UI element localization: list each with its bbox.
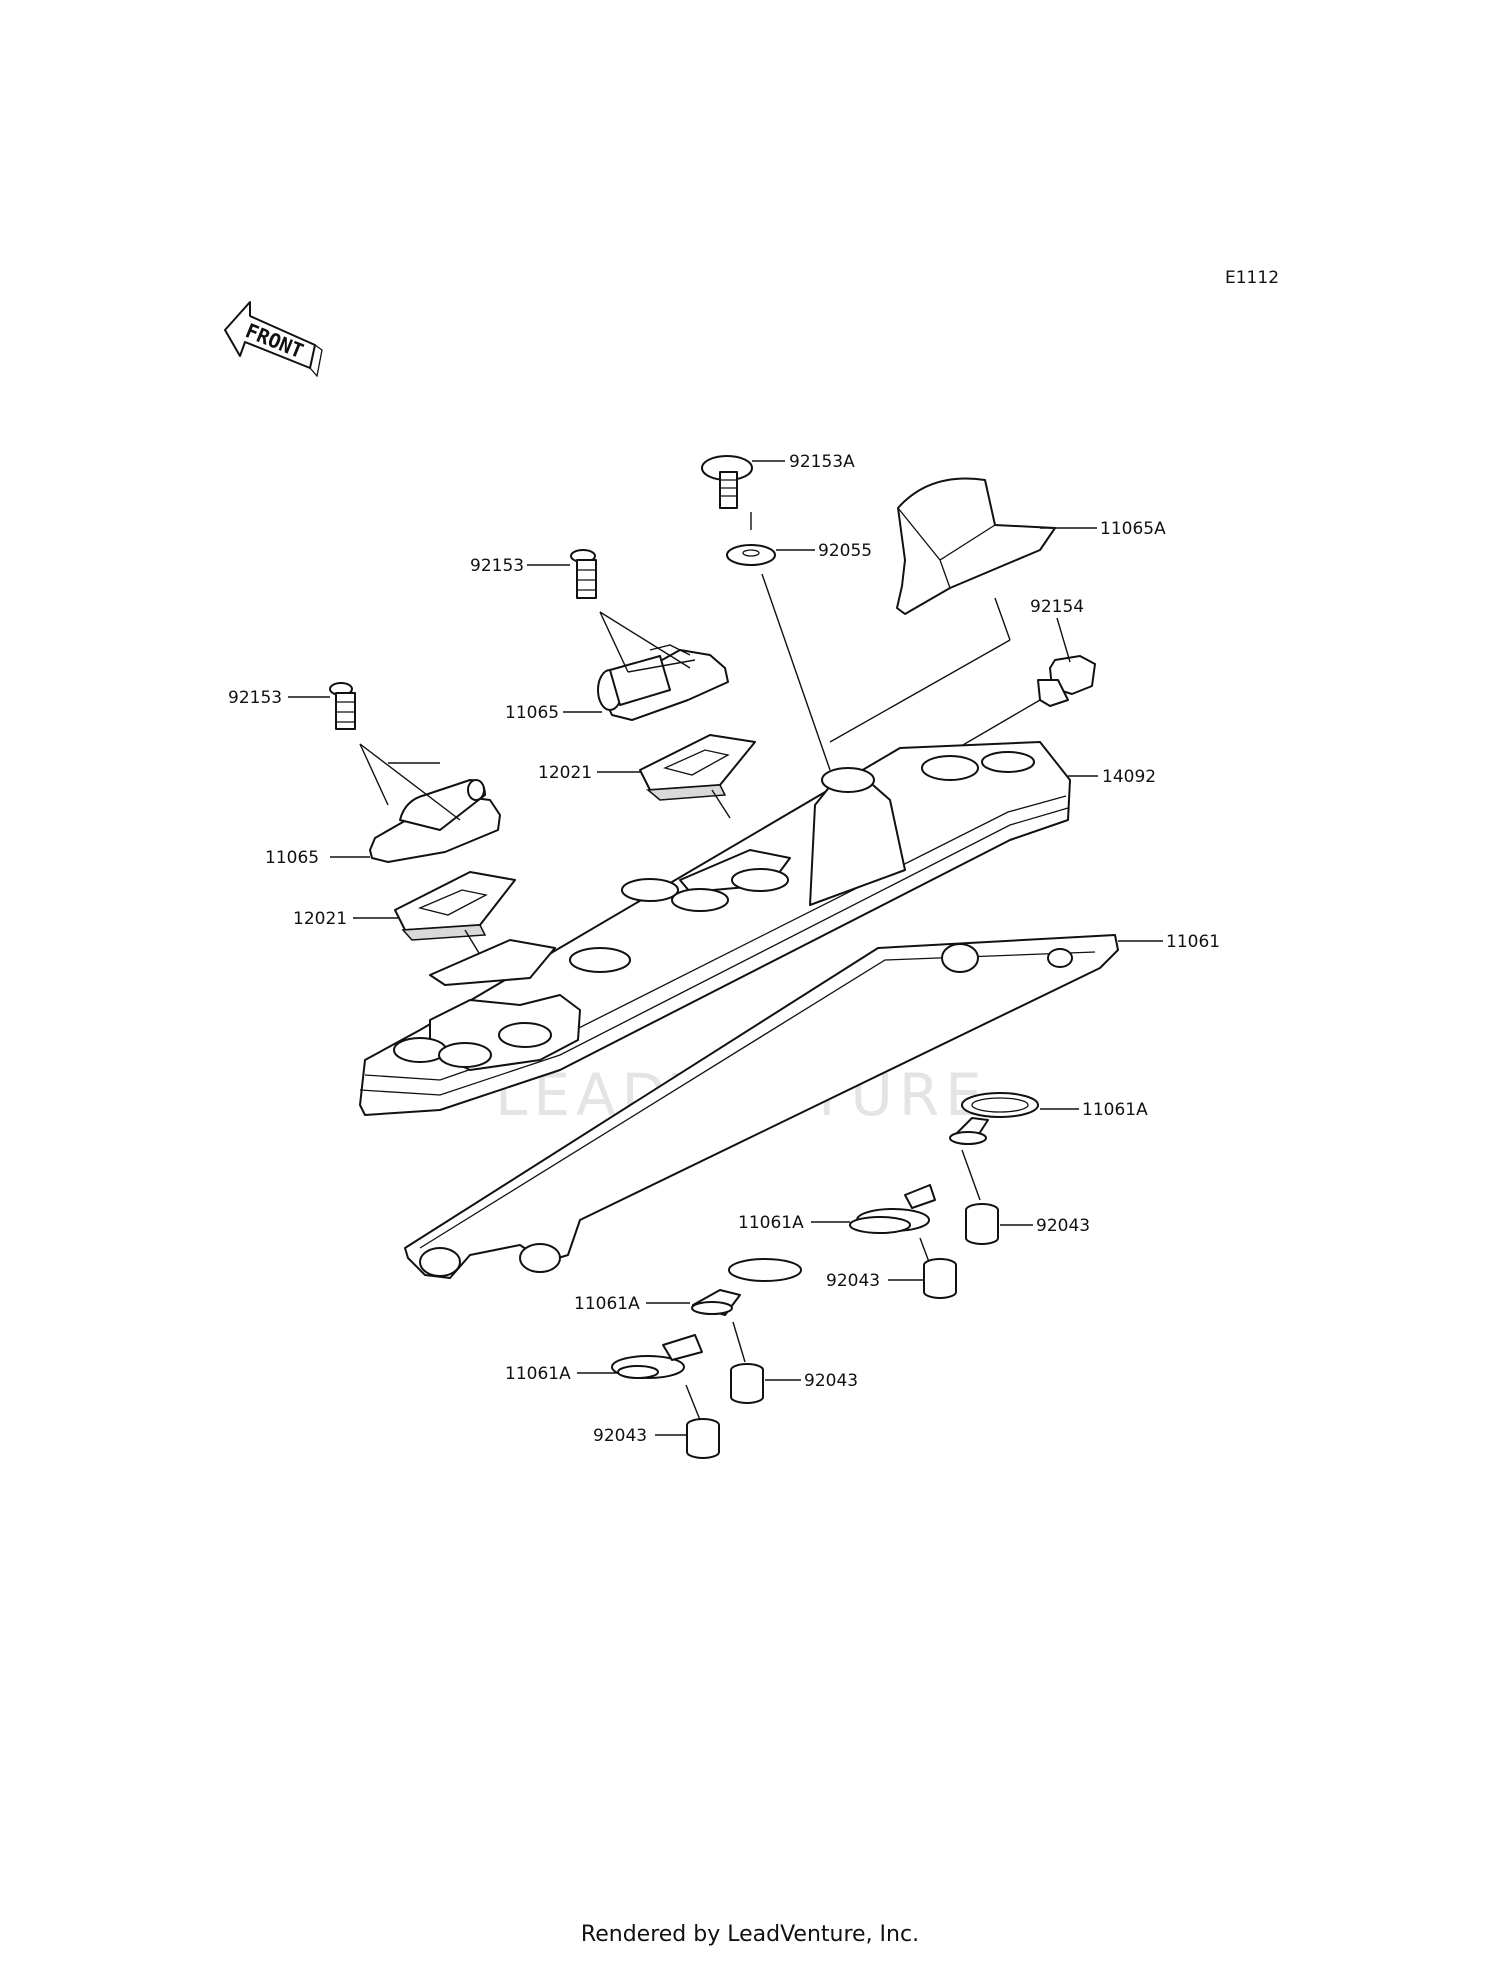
footer-credit: Rendered by LeadVenture, Inc. <box>580 1922 920 1947</box>
plate-11065-left <box>369 779 501 863</box>
label-11065-left: 11065 <box>265 848 319 868</box>
front-arrow-icon: FRONT <box>224 301 323 378</box>
label-11061A-4: 11061A <box>505 1364 571 1384</box>
label-14092: 14092 <box>1102 767 1156 787</box>
grommet-11061A-2 <box>849 1184 936 1234</box>
collar-92043-3 <box>730 1363 764 1404</box>
label-92153-top: 92153 <box>470 556 524 576</box>
plate-11065-top <box>597 644 729 721</box>
label-92043-4: 92043 <box>593 1426 647 1446</box>
label-92043-2: 92043 <box>826 1271 880 1291</box>
label-11065-top: 11065 <box>505 703 559 723</box>
label-92153-left: 92153 <box>228 688 282 708</box>
cover-11065A <box>896 477 1056 615</box>
label-11061: 11061 <box>1166 932 1220 952</box>
collar-92043-4 <box>686 1418 720 1459</box>
label-12021-left: 12021 <box>293 909 347 929</box>
label-11065A: 11065A <box>1100 519 1166 539</box>
label-11061A-1: 11061A <box>1082 1100 1148 1120</box>
label-92153A: 92153A <box>789 452 855 472</box>
grommet-11061A-1 <box>949 1092 1039 1145</box>
label-92043-3: 92043 <box>804 1371 858 1391</box>
label-12021-top: 12021 <box>538 763 592 783</box>
cylinder-head-cover-14092 <box>359 741 1071 1116</box>
collar-92043-2 <box>923 1258 957 1299</box>
gasket-12021-left <box>394 871 516 941</box>
label-92154: 92154 <box>1030 597 1084 617</box>
label-92043-1: 92043 <box>1036 1216 1090 1236</box>
front-arrow-label: FRONT <box>242 318 307 363</box>
gasket-12021-top <box>639 734 756 801</box>
bolt-92153-top <box>570 549 597 599</box>
bolt-92153-left <box>329 682 356 730</box>
label-11061A-2: 11061A <box>738 1213 804 1233</box>
grommet-11061A-4 <box>611 1334 703 1379</box>
diagram-code: E1112 <box>1225 268 1279 288</box>
bolt-92153A <box>701 455 753 509</box>
gasket-11061 <box>404 934 1119 1279</box>
label-11061A-3: 11061A <box>574 1294 640 1314</box>
plug-92154 <box>1037 655 1096 707</box>
label-92055: 92055 <box>818 541 872 561</box>
grommet-11061A-3 <box>691 1258 802 1316</box>
washer-92055 <box>726 544 776 566</box>
collar-92043-1 <box>965 1203 999 1245</box>
